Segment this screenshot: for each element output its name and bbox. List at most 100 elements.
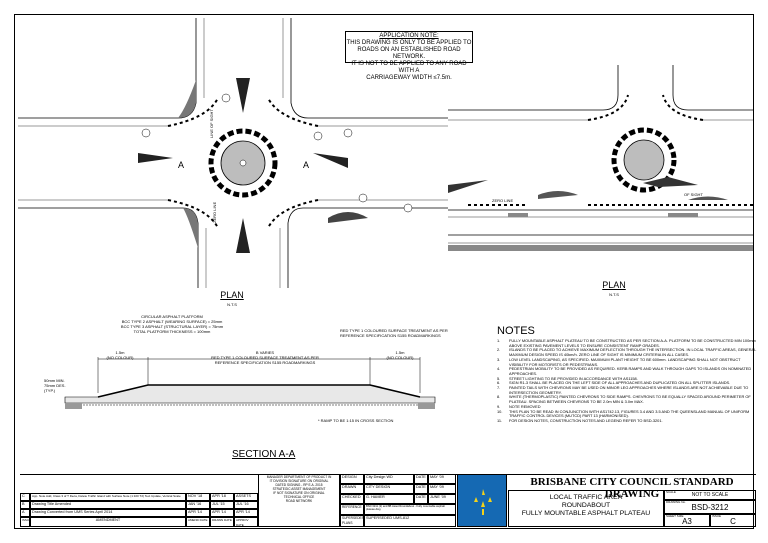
- note-number: 2.: [497, 347, 501, 353]
- svg-text:ZERO LINE: ZERO LINE: [492, 198, 513, 203]
- checked-date: JUNE '09: [428, 494, 456, 504]
- plan-right-title: PLAN: [602, 280, 626, 290]
- rev-approved: ASSETS: [234, 493, 258, 501]
- drawing-number-label: DRAWING No.: [664, 500, 756, 514]
- svg-text:LINE OF SIGHT: LINE OF SIGHT: [209, 109, 214, 138]
- application-note: APPLICATION NOTE: THIS DRAWING IS ONLY T…: [345, 31, 473, 81]
- rev-drawn: APR '14: [210, 509, 234, 517]
- note-text: ISLANDS TO BE PLACED TO ACHIEVE MAXIMUM …: [509, 347, 757, 358]
- note-item: 6. SIGN R1-3 SHALL BE PLACED ON THE LEFT …: [497, 381, 757, 386]
- note-item: 4. PEDESTRIAN MOBILITY TO BE PROVIDED AS …: [497, 366, 757, 376]
- application-note-heading: APPLICATION NOTE:: [379, 33, 439, 39]
- note-text: STREET LIGHTING TO BE PROVIDED IN ACCORD…: [509, 375, 638, 381]
- note-number: 4.: [497, 366, 501, 372]
- council-title: BRISBANE CITY COUNCIL STANDARD DRAWING: [530, 476, 734, 500]
- note-item: 2. ISLANDS TO BE PLACED TO ACHIEVE MAXIMU…: [497, 347, 757, 358]
- rev-header-drawn: DRAWN DATE: [210, 517, 234, 527]
- scale-value: NOT TO SCALE: [691, 492, 729, 498]
- rev-drawn: JUL '15: [210, 501, 234, 509]
- sheet-size: A3: [682, 517, 692, 526]
- svg-text:OF SIGHT: OF SIGHT: [684, 192, 703, 197]
- drawing-number: BSD-3212: [691, 503, 729, 512]
- rev-date: JAN '16: [186, 501, 210, 509]
- drawn-date: MAY '09: [428, 484, 456, 494]
- rev-drawn: APR '18: [210, 493, 234, 501]
- rev-header-date: AMEND DATE: [186, 517, 210, 527]
- note-text: WHITE (THERMOPLASTIC) PAINTED CHEVRONS T…: [509, 394, 751, 405]
- note-number: 11.: [497, 417, 503, 423]
- design-value: City Design WD: [364, 474, 414, 484]
- plan-left-title: PLAN: [220, 290, 244, 300]
- ramp-note: * RAMP TO BE 1:15 IN CROSS SECTION: [318, 418, 394, 423]
- dim-left: 1.5m (NO COLOUR): [106, 350, 134, 360]
- date-label: DATE: [414, 494, 428, 504]
- ref-label: REFERENCE: [340, 504, 364, 515]
- note-number: 9.: [497, 403, 501, 409]
- section-callout-left: CIRCULAR ASPHALT PLATFORM BCC TYPE 2 ASP…: [120, 314, 224, 334]
- note-text: SIGN R1-3 SHALL BE PLACED ON THE LEFT SI…: [509, 380, 731, 386]
- rev-header-amendment: AMENDMENT: [30, 517, 186, 527]
- note-number: 1.: [497, 338, 501, 343]
- rev-header-approved: APPROV DATE: [234, 517, 258, 527]
- issue-value: C: [730, 517, 736, 526]
- rev-date: NOV '18: [186, 493, 210, 501]
- title-line: LOCAL TRAFFIC AREA: [549, 494, 623, 501]
- rev-date: APR '14: [186, 509, 210, 517]
- rev-approved: JUL '16: [234, 501, 258, 509]
- date-label: DATE: [414, 484, 428, 494]
- rev-amendment: App. Note Add, Class 3 of T Deca, Delete…: [30, 493, 186, 501]
- notes-list: 1. FULLY MOUNTABLE ASPHALT PLATEAU TO BE …: [497, 338, 757, 424]
- note-text: PEDESTRIAN MOBILITY TO BE PROVIDED AS RE…: [509, 366, 752, 376]
- note-item: 3. LOW LEVEL LANDSCAPING, AS SPECIFIED. M…: [497, 356, 757, 367]
- note-text: FULLY MOUNTABLE ASPHALT PLATEAU TO BE CO…: [509, 338, 756, 348]
- design-label: DESIGN: [340, 474, 364, 484]
- design-date: MAY '09: [428, 474, 456, 484]
- rev-amendment: Drawing Title Amended: [30, 501, 186, 509]
- scale-label: SCALE: [664, 490, 756, 500]
- plan-left-scale: N.T.S: [227, 302, 237, 307]
- note-item: 7. PAINTED TAILS WITH CHEVRONS MAY BE USE…: [497, 385, 757, 395]
- ref-value: BSD 3211 (2) and 8B Asset Roundabout - F…: [364, 504, 456, 515]
- supersedes-label: SUPERSEDES PLANS: [340, 515, 364, 527]
- date-label: DATE: [414, 474, 428, 484]
- note-number: 3.: [497, 356, 501, 362]
- application-note-line: IT IS NOT TO BE APPLIED TO ANY ROAD WITH…: [351, 61, 467, 74]
- plan-right-scale: N.T.S: [609, 292, 619, 297]
- rev-header-issue: ISSUE: [20, 517, 30, 527]
- title-line: FULLY MOUNTABLE ASPHALT PLATEAU: [521, 510, 651, 517]
- landscape-corner: [178, 80, 196, 118]
- note-item: 8. WHITE (THERMOPLASTIC) PAINTED CHEVRONS…: [497, 394, 757, 405]
- note-text: NOTE REMOVED: [509, 403, 541, 409]
- note-item: 5. STREET LIGHTING TO BE PROVIDED IN ACCO…: [497, 375, 757, 382]
- note-text: FOR DESIGN NOTES, CONSTRUCTION NOTES AND…: [509, 417, 663, 423]
- dim-right: 1.5m (NO COLOUR): [386, 350, 414, 360]
- note-item: 10. THIS PLAN TO BE READ IN CONJUNCTION W…: [497, 408, 757, 419]
- section-title: SECTION A-A: [232, 449, 296, 460]
- plan-right-drawing: ZERO LINE OF SIGHT: [448, 65, 753, 251]
- note-number: 10.: [497, 408, 503, 414]
- note-text: LOW LEVEL LANDSCAPING, AS SPECIFIED. MAX…: [509, 356, 741, 367]
- checked-value: G. HAMER: [364, 494, 414, 504]
- drawn-label: DRAWN: [340, 484, 364, 494]
- note-number: 7.: [497, 385, 501, 391]
- section-callout-right: RED TYPE 1 COLOURED SURFACE TREATMENT AS…: [340, 328, 448, 338]
- section-left-note: 50mm MIN. 75mm DES. (TYP.): [44, 378, 66, 393]
- dim-mid: B VARIES RED TYPE 1 COLOURED SURFACE TRE…: [211, 350, 319, 365]
- notes-title: NOTES: [497, 325, 535, 337]
- note-number: 5.: [497, 375, 501, 381]
- note-item: 11. FOR DESIGN NOTES, CONSTRUCTION NOTES …: [497, 417, 757, 424]
- section-mark-left: A: [178, 160, 184, 170]
- note-number: 8.: [497, 394, 501, 400]
- application-note-line: CARRIAGEWAY WIDTH ≤7.5m.: [366, 75, 452, 81]
- note-number: 6.: [497, 380, 501, 386]
- svg-text:ZERO LINE: ZERO LINE: [212, 202, 217, 223]
- note-text: PAINTED TAILS WITH CHEVRONS MAY BE USED …: [509, 385, 749, 395]
- rev-issue: C: [20, 493, 30, 501]
- roundabout-ring: [208, 128, 278, 198]
- drawn-value: CITY DESIGN: [364, 484, 414, 494]
- issue-label: ISSUE: [710, 514, 756, 527]
- checked-label: CHECKED: [340, 494, 364, 504]
- title-line: ROUNDABOUT: [561, 502, 611, 509]
- note-text: THIS PLAN TO BE READ IN CONJUNCTION WITH…: [509, 408, 750, 419]
